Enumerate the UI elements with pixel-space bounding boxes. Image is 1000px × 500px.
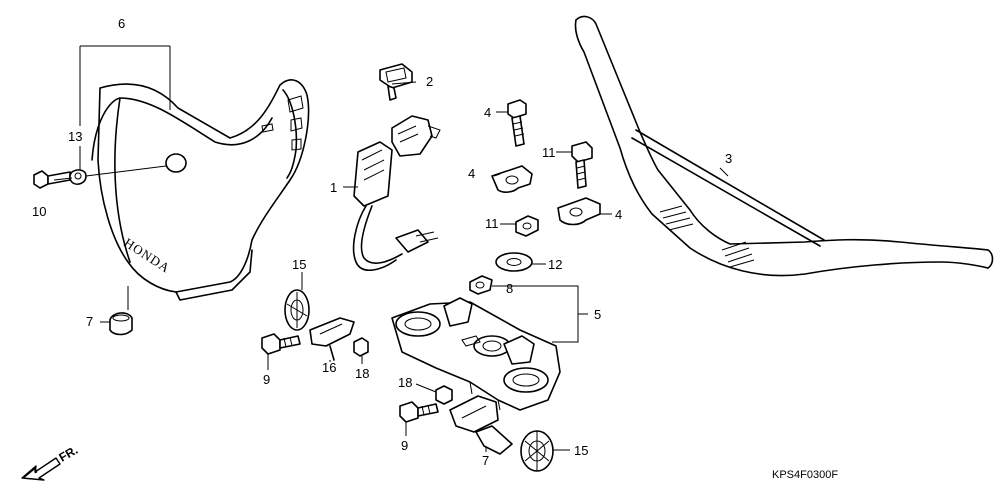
bolt-4-upper (507, 99, 527, 147)
nut-18-lower (435, 385, 453, 405)
washer-12 (495, 252, 533, 272)
grommet-7-upper (109, 312, 133, 336)
cushion-8 (469, 275, 493, 295)
holder-upper-4b (557, 197, 601, 226)
callout-8: 8 (506, 281, 513, 296)
callout-11-nut: 11 (485, 216, 499, 231)
headlight-cover: HONDA (91, 79, 310, 301)
diagram-code: KPS4F0300F (772, 469, 838, 481)
callout-5: 5 (594, 307, 601, 322)
nut-11 (515, 215, 539, 237)
callout-16: 16 (322, 360, 336, 375)
callout-7-left: 7 (86, 314, 93, 329)
callout-7-lower: 7 (482, 453, 489, 468)
rubber-15-lower (520, 430, 554, 472)
holder-upper-4a (491, 165, 533, 193)
bolt-9-lower (399, 401, 439, 423)
nut-18-upper (353, 337, 369, 357)
callout-9-upper: 9 (263, 372, 270, 387)
callout-13: 13 (68, 129, 82, 144)
callout-6: 6 (118, 16, 125, 31)
callout-12: 12 (548, 257, 562, 272)
front-direction-arrow: FR. (21, 443, 81, 481)
callout-15-upper: 15 (292, 257, 306, 272)
callout-3: 3 (725, 151, 732, 166)
callout-10: 10 (32, 204, 46, 219)
ignition-switch-1 (352, 115, 441, 271)
key-2 (379, 63, 413, 101)
callout-4-holder: 4 (468, 166, 475, 181)
callout-18-lower: 18 (398, 375, 412, 390)
callout-1: 1 (330, 180, 337, 195)
callout-15-lower: 15 (574, 443, 588, 458)
leader-lines (53, 45, 729, 452)
callout-4-right-holder: 4 (615, 207, 622, 222)
bolt-11-upper (571, 141, 593, 189)
handlebar-3 (574, 15, 994, 277)
front-direction-label: FR. (57, 443, 81, 465)
stay-7 (449, 395, 513, 455)
callout-11-bolt: 11 (542, 145, 556, 160)
bolt-10 (33, 170, 71, 189)
callout-9-lower: 9 (401, 438, 408, 453)
rubber-15-upper (284, 289, 310, 331)
bolt-9-upper (261, 333, 301, 355)
callout-4-upper-bolt: 4 (484, 105, 491, 120)
top-bridge-5 (391, 297, 561, 411)
grommet-13 (69, 169, 87, 185)
stay-16 (309, 317, 355, 361)
callout-2: 2 (426, 74, 433, 89)
callout-18-upper: 18 (355, 366, 369, 381)
